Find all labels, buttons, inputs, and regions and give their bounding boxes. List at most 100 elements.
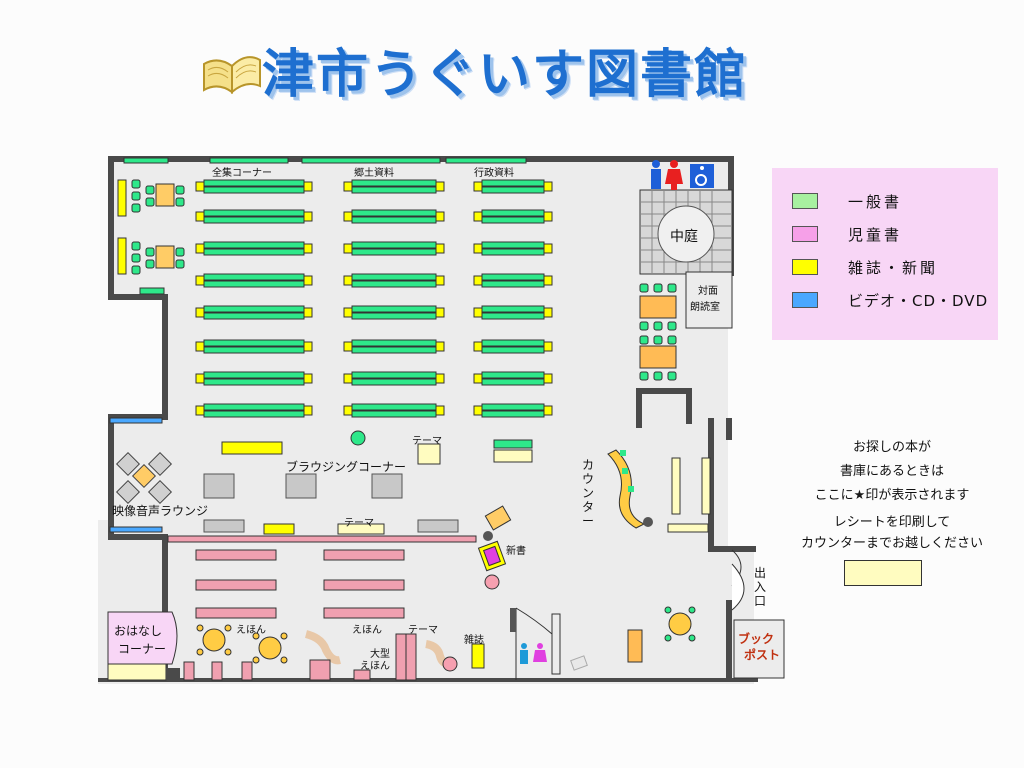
- bookshelf: [481, 241, 545, 249]
- restroom-wall: [510, 608, 516, 632]
- bookshelf: [351, 280, 437, 288]
- label-zenshu: 全集コーナー: [212, 168, 272, 179]
- bookshelf: [493, 439, 533, 449]
- legend-swatch: [792, 193, 818, 209]
- reading-room: [685, 271, 733, 329]
- shelves: [195, 179, 553, 449]
- shelf-end-cap: [543, 307, 553, 318]
- legend-label: 一般書: [848, 192, 903, 211]
- shelf-end-cap: [343, 373, 353, 384]
- entrance-door-main: [731, 563, 745, 611]
- shelf-end-cap: [303, 211, 313, 222]
- book-post: [733, 619, 785, 679]
- restroom-partition: [551, 613, 561, 675]
- bookshelf: [351, 312, 437, 320]
- shelf-end-cap: [343, 307, 353, 318]
- display-stand: [627, 629, 643, 663]
- bookshelf: [351, 273, 437, 281]
- shelf-end-cap: [303, 275, 313, 286]
- label-story-1: おはなし: [114, 624, 163, 638]
- shelf-end-cap: [473, 373, 483, 384]
- magazine-racks: [117, 179, 485, 669]
- shelf-end-cap: [343, 181, 353, 192]
- child-bench: [304, 630, 341, 665]
- label-taimen: 対面: [698, 286, 718, 297]
- bookshelf: [351, 305, 437, 313]
- bookshelf: [351, 241, 437, 249]
- shelf-end-cap: [195, 373, 205, 384]
- legend-label: ビデオ・CD・DVD: [848, 291, 989, 310]
- shelf-end-cap: [343, 275, 353, 286]
- bookshelf: [351, 378, 437, 386]
- star-icon: ★: [853, 488, 866, 503]
- star-indicator-box: [844, 560, 922, 586]
- av-strips: [109, 417, 163, 533]
- story-box: [166, 668, 180, 680]
- bookshelf: [203, 248, 305, 256]
- bookshelf: [481, 312, 545, 320]
- bookshelf: [203, 312, 305, 320]
- bookshelf: [481, 280, 545, 288]
- restroom-icon: [520, 643, 547, 664]
- green-marker: [350, 430, 366, 446]
- legend-item-av: ビデオ・CD・DVD: [792, 289, 988, 311]
- shelf-end-cap: [343, 405, 353, 416]
- shelf-end-cap: [435, 405, 445, 416]
- page-title: 津市うぐいす図書館: [262, 45, 749, 105]
- label-theme-3: テーマ: [408, 625, 438, 636]
- bookshelf: [481, 273, 545, 281]
- bookshelf: [351, 186, 437, 194]
- new-books-display: [477, 505, 512, 590]
- shelf-end-cap: [195, 275, 205, 286]
- pink-seat: [442, 656, 458, 672]
- shelf-end-cap: [543, 211, 553, 222]
- story-corner: [107, 611, 178, 665]
- bookshelf: [203, 410, 305, 418]
- children-chairs: [196, 624, 288, 664]
- shelf-end-cap: [343, 211, 353, 222]
- bookshelf: [203, 346, 305, 354]
- shelf-end-cap: [303, 341, 313, 352]
- shelf-end-cap: [195, 181, 205, 192]
- children-divider: [167, 535, 477, 543]
- shelf-end-cap: [195, 341, 205, 352]
- shelf-end-cap: [473, 405, 483, 416]
- browsing-sofas: [203, 473, 459, 533]
- bookshelf: [203, 403, 305, 411]
- window-strips: [123, 157, 527, 295]
- legend-label: 雑誌・新聞: [848, 258, 939, 277]
- label-large-ehon-1: 大型: [370, 649, 390, 660]
- label-courtyard: 中庭: [670, 229, 698, 245]
- wheelchair-icon: [690, 164, 714, 188]
- shelf-end-cap: [343, 341, 353, 352]
- notice-line5: カウンターまでお越しください: [800, 536, 983, 551]
- bookshelf: [351, 410, 437, 418]
- bookshelf: [481, 339, 545, 347]
- bookshelf: [351, 248, 437, 256]
- bookshelf: [351, 216, 437, 224]
- label-ehon-1: えほん: [236, 625, 266, 636]
- bookshelf: [203, 378, 305, 386]
- bookshelf: [351, 179, 437, 187]
- bookshelf: [481, 346, 545, 354]
- shelf-end-cap: [303, 181, 313, 192]
- bookshelf: [481, 248, 545, 256]
- bookshelf: [351, 403, 437, 411]
- bookshelf: [203, 241, 305, 249]
- bookshelf: [351, 371, 437, 379]
- bookshelf: [203, 216, 305, 224]
- bookshelf: [351, 339, 437, 347]
- shelf-end-cap: [435, 307, 445, 318]
- legend-item-magazine: 雑誌・新聞: [792, 256, 938, 278]
- bookshelf: [203, 273, 305, 281]
- label-theme-1: テーマ: [412, 436, 442, 447]
- bookshelf: [203, 209, 305, 217]
- lobby-chairs: [664, 606, 696, 642]
- shelf-end-cap: [195, 405, 205, 416]
- legend-label: 児童書: [848, 225, 903, 244]
- notice-line4: レシートを印刷して: [833, 515, 951, 530]
- shelf-end-cap: [435, 373, 445, 384]
- legend-swatch: [792, 292, 818, 308]
- shelf-end-cap: [435, 181, 445, 192]
- open-book-icon: [203, 56, 261, 95]
